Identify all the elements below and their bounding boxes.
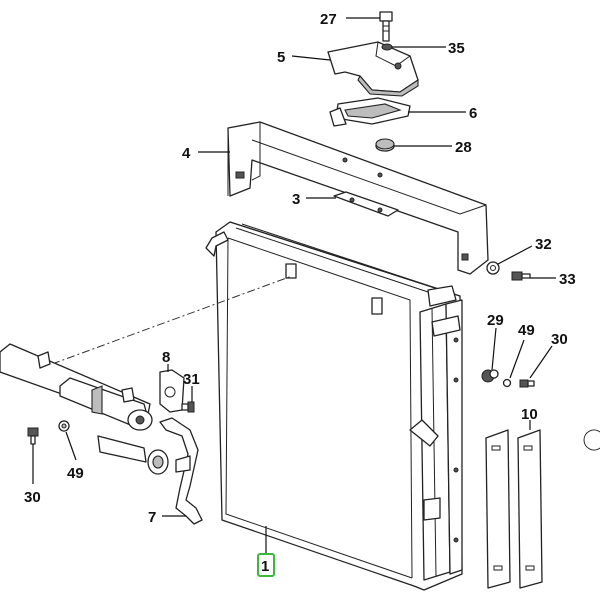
callout-35: 35 <box>448 40 465 57</box>
callout-7: 7 <box>148 509 156 526</box>
callout-1-highlighted[interactable]: 1 <box>257 553 275 577</box>
spacer-part[interactable] <box>375 138 395 152</box>
bolt-part[interactable] <box>511 271 531 281</box>
callout-8: 8 <box>162 349 170 366</box>
callout-6: 6 <box>469 105 477 122</box>
washer-part[interactable] <box>486 261 500 275</box>
callout-29: 29 <box>487 312 504 329</box>
callout-33: 33 <box>559 271 576 288</box>
upper-frame-part[interactable] <box>227 121 489 275</box>
callout-5: 5 <box>277 49 285 66</box>
leader-lines <box>32 17 556 554</box>
callout-32: 32 <box>535 236 552 253</box>
callout-49-left: 49 <box>67 465 84 482</box>
callout-3: 3 <box>292 191 300 208</box>
side-rail-part[interactable] <box>485 429 511 589</box>
washer-part[interactable] <box>58 420 70 432</box>
callout-30-right: 30 <box>551 331 568 348</box>
mount-cover-part[interactable] <box>327 41 419 97</box>
receiver-drier-part[interactable] <box>0 343 153 431</box>
fitting-part[interactable] <box>481 369 499 383</box>
callout-30-left: 30 <box>24 489 41 506</box>
hose-part[interactable] <box>97 417 203 525</box>
mounting-plate-part[interactable] <box>333 191 399 217</box>
side-rail-part[interactable] <box>517 429 543 589</box>
callout-27: 27 <box>320 11 337 28</box>
washer-part[interactable] <box>502 378 512 388</box>
clamp-bracket-part[interactable] <box>159 369 185 413</box>
washer-part[interactable] <box>381 43 393 51</box>
callout-1: 1 <box>261 558 269 575</box>
callout-28: 28 <box>455 139 472 156</box>
bolt-part[interactable] <box>379 11 393 42</box>
highlight-box <box>257 553 275 577</box>
latch-bracket-part[interactable] <box>329 97 411 127</box>
adjacent-part-edge <box>583 429 600 451</box>
callout-4: 4 <box>182 145 191 162</box>
callout-10: 10 <box>521 406 538 423</box>
alignment-line <box>51 275 293 365</box>
condenser-core-part[interactable] <box>205 221 463 591</box>
callout-49-right: 49 <box>518 322 535 339</box>
callout-31: 31 <box>183 371 200 388</box>
bolt-part[interactable] <box>181 401 195 413</box>
bolt-part[interactable] <box>519 379 535 388</box>
bolt-part[interactable] <box>27 427 39 445</box>
